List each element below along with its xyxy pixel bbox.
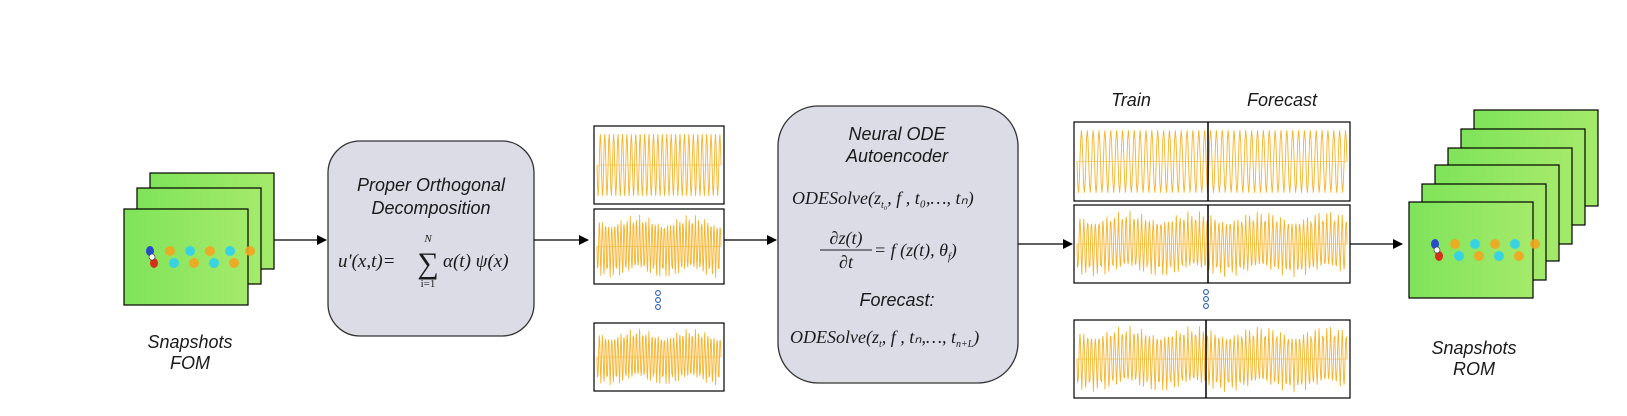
node-derivative-rhs: = f (z(t), θf) [874, 240, 957, 263]
signal-waveform [596, 134, 722, 196]
signal-waveform [1076, 325, 1348, 393]
signal-waveform [1076, 130, 1348, 193]
forecast-label: Forecast [1247, 90, 1318, 110]
fom-caption-line2: FOM [170, 353, 210, 373]
signal-waveform [1076, 210, 1348, 278]
node-equation-solve: ODESolve(zt₀, f , t₀,…, tₙ) [792, 188, 974, 211]
pod-sum-symbol: ∑ [417, 247, 438, 280]
vortex-street-pattern [146, 246, 255, 268]
node-equation-forecast: ODESolve(zt, f , tₙ,…, tn+L) [790, 327, 979, 350]
node-derivative-denominator: ∂t [839, 252, 854, 272]
pod-mode-signals [593, 125, 725, 392]
vertical-dots-icon [655, 290, 661, 310]
snapshot-frame [1408, 201, 1534, 299]
vortex-street-pattern [1431, 239, 1540, 261]
rom-caption-line1: Snapshots [1431, 338, 1516, 358]
pod-box [327, 140, 535, 337]
pod-formula-lhs: u'(x,t)= [338, 251, 396, 272]
pod-sum-upper: N [423, 233, 432, 245]
pod-title-line1: Proper Orthogonal [357, 175, 506, 195]
rom-caption-line2: ROM [1453, 359, 1495, 379]
pod-sum-lower: i=1 [421, 278, 436, 290]
signal-waveform [596, 328, 722, 386]
pod-title-line2: Decomposition [371, 198, 490, 218]
signal-waveform [596, 214, 722, 278]
node-derivative-numerator: ∂z(t) [830, 228, 863, 249]
snapshot-frame [123, 208, 249, 306]
forecast-signals [1073, 121, 1351, 399]
node-title-line2: Autoencoder [845, 146, 949, 166]
node-forecast-label: Forecast: [859, 290, 934, 310]
fom-caption-line1: Snapshots [147, 332, 232, 352]
rom-snapshot-stack [1408, 109, 1599, 299]
train-label: Train [1111, 90, 1151, 110]
vertical-dots-icon [1203, 289, 1209, 309]
node-title-line1: Neural ODE [848, 124, 946, 144]
fom-snapshot-stack [123, 172, 275, 306]
pod-formula-rhs: α(t) ψ(x) [443, 251, 509, 272]
